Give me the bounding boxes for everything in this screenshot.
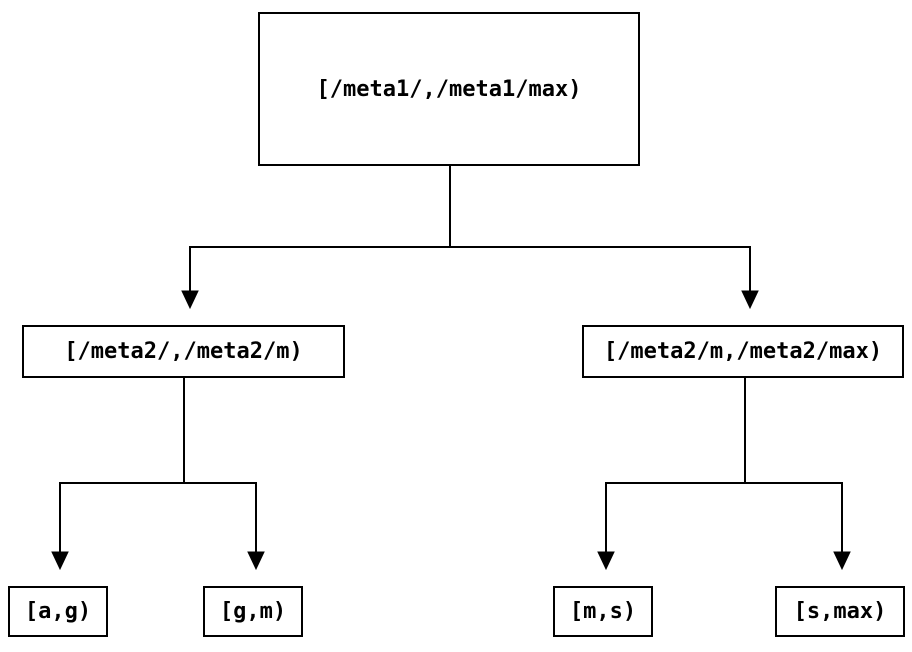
arrow-down-icon (741, 290, 759, 310)
node-leaf-ms: [m,s) (553, 586, 653, 637)
arrow-down-icon (597, 551, 615, 571)
node-meta2-low: [/meta2/,/meta2/m) (22, 325, 345, 378)
node-meta2-low-label: [/meta2/,/meta2/m) (64, 339, 303, 364)
arrow-down-icon (51, 551, 69, 571)
node-leaf-smax-label: [s,max) (793, 599, 887, 624)
node-meta2-high: [/meta2/m,/meta2/max) (582, 325, 904, 378)
arrow-down-icon (247, 551, 265, 571)
node-leaf-gm: [g,m) (203, 586, 303, 637)
edge-meta2-high-to-leaf-smax (745, 482, 851, 571)
node-leaf-smax: [s,max) (775, 586, 905, 637)
edge-meta2-high-to-leaf-ms (597, 378, 746, 571)
node-leaf-ag: [a,g) (8, 586, 108, 637)
node-leaf-ag-label: [a,g) (24, 599, 92, 624)
edge-root-to-meta2-low (181, 166, 451, 310)
node-root-label: [/meta1/,/meta1/max) (316, 76, 582, 102)
node-leaf-ms-label: [m,s) (569, 599, 637, 624)
edge-root-to-meta2-high (450, 246, 759, 310)
edge-meta2-low-to-leaf-ag (51, 378, 185, 571)
arrow-down-icon (833, 551, 851, 571)
node-meta2-high-label: [/meta2/m,/meta2/max) (603, 339, 883, 364)
node-leaf-gm-label: [g,m) (219, 599, 287, 624)
edge-meta2-low-to-leaf-gm (184, 482, 265, 571)
node-root: [/meta1/,/meta1/max) (258, 12, 640, 166)
arrow-down-icon (181, 290, 199, 310)
